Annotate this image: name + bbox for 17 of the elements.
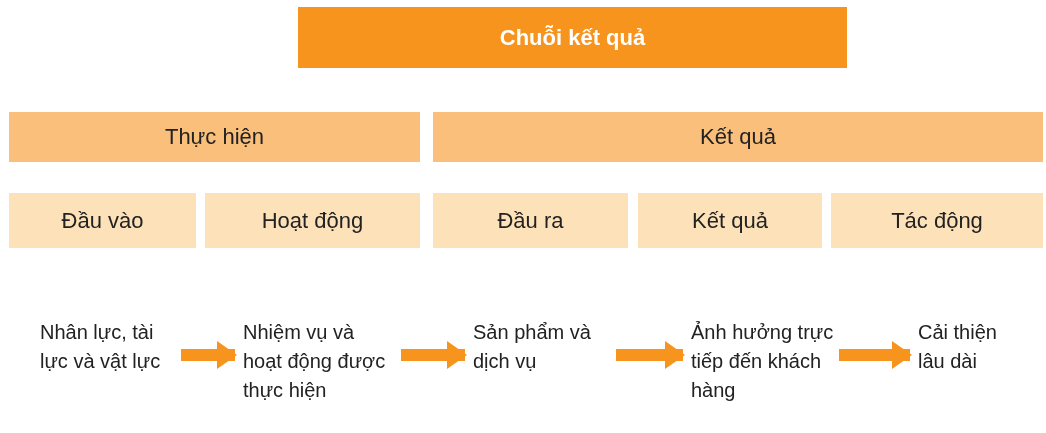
stage-box: Đầu vào (9, 193, 196, 248)
stage-box: Kết quả (638, 193, 822, 248)
arrow (181, 341, 237, 369)
stage-box: Tác động (831, 193, 1043, 248)
arrow (839, 341, 912, 369)
description-text: Nhân lực, tài lực và vật lực (40, 318, 178, 408)
arrow (616, 341, 685, 369)
arrow (401, 341, 467, 369)
description-text: Nhiệm vụ và hoạt động được thực hiện (243, 318, 398, 433)
category-band: Kết quả (433, 112, 1043, 162)
title-box: Chuỗi kết quả (298, 7, 847, 68)
stage-box: Đầu ra (433, 193, 628, 248)
description-text: Sản phẩm và dịch vụ (473, 318, 613, 378)
description-text: Cải thiện lâu dài (918, 318, 1028, 378)
stage-box: Hoạt động (205, 193, 420, 248)
category-band: Thực hiện (9, 112, 420, 162)
description-text: Ảnh hưởng trực tiếp đến khách hàng (691, 318, 836, 408)
